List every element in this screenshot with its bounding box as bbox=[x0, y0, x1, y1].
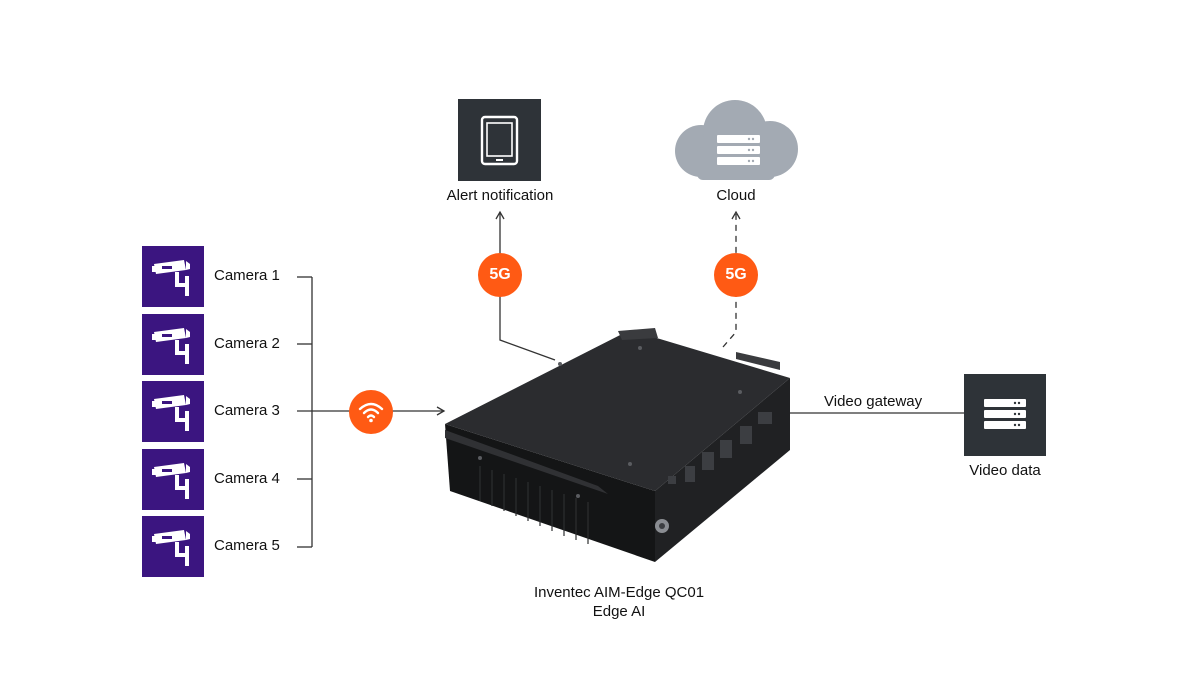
camera-1-label: Camera 1 bbox=[214, 267, 280, 284]
camera-3-tile bbox=[142, 381, 204, 442]
camera-5-label: Camera 5 bbox=[214, 537, 280, 554]
camera-3-label: Camera 3 bbox=[214, 402, 280, 419]
security-camera-icon bbox=[152, 530, 190, 566]
alert-tile bbox=[458, 99, 541, 181]
security-camera-icon bbox=[152, 463, 190, 499]
wifi-icon bbox=[358, 402, 384, 423]
edge-device-image bbox=[440, 326, 795, 566]
camera-5-tile bbox=[142, 516, 204, 577]
wifi-badge bbox=[349, 390, 393, 434]
device-subtitle: Edge AI bbox=[592, 603, 646, 620]
tablet-icon bbox=[480, 115, 519, 166]
server-icon bbox=[984, 399, 1026, 429]
camera-4-label: Camera 4 bbox=[214, 470, 280, 487]
camera-4-tile bbox=[142, 449, 204, 510]
cloud-5g-badge: 5G bbox=[714, 253, 758, 297]
video-data-tile bbox=[964, 374, 1046, 456]
camera-2-label: Camera 2 bbox=[214, 335, 280, 352]
camera-2-tile bbox=[142, 314, 204, 375]
device-name: Inventec AIM-Edge QC01 bbox=[533, 584, 705, 601]
cloud-server-icon bbox=[675, 100, 798, 180]
security-camera-icon bbox=[152, 395, 190, 431]
video-gateway-label: Video gateway bbox=[824, 393, 923, 410]
security-camera-icon bbox=[152, 328, 190, 364]
camera-1-tile bbox=[142, 246, 204, 307]
device-caption: Inventec AIM-Edge QC01 Edge AI bbox=[469, 583, 769, 621]
cloud-graphic bbox=[669, 99, 802, 183]
device-to-cloud-arrow bbox=[722, 210, 741, 348]
cloud-label: Cloud bbox=[716, 187, 756, 204]
alert-label: Alert notification bbox=[446, 187, 554, 204]
security-camera-icon bbox=[152, 260, 190, 296]
video-data-label: Video data bbox=[969, 462, 1041, 479]
alert-5g-badge: 5G bbox=[478, 253, 522, 297]
